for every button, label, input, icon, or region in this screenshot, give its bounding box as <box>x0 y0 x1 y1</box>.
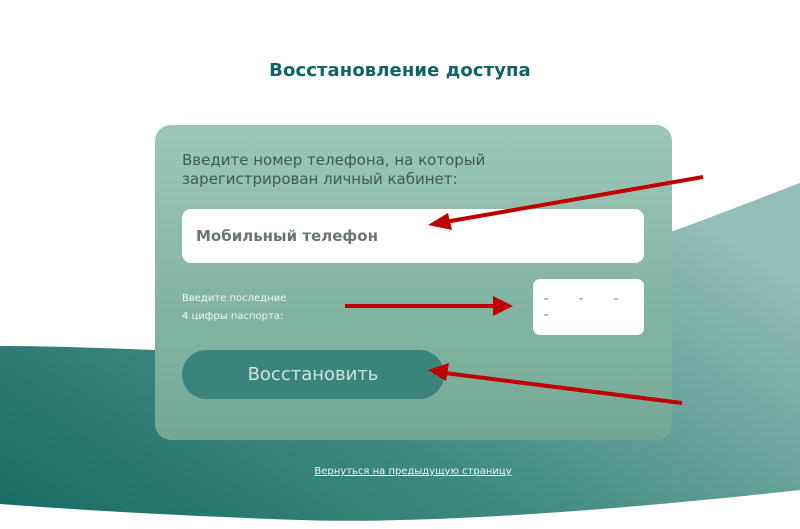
back-link[interactable]: Вернуться на предыдущую страницу <box>314 466 512 477</box>
passport-prompt-line1: Введите последние <box>182 293 287 304</box>
page-title: Восстановление доступа <box>269 60 531 81</box>
recovery-form-card: Введите номер телефона, на который зарег… <box>155 125 672 440</box>
restore-button[interactable]: Восстановить <box>182 350 444 399</box>
passport-digits-input[interactable]: - - - - <box>533 279 644 335</box>
phone-prompt: Введите номер телефона, на который зарег… <box>182 151 486 188</box>
passport-prompt-line2: 4 цифры паспорта: <box>182 311 284 322</box>
phone-input[interactable]: Мобильный телефон <box>182 209 644 263</box>
passport-prompt: Введите последние 4 цифры паспорта: <box>182 290 342 326</box>
